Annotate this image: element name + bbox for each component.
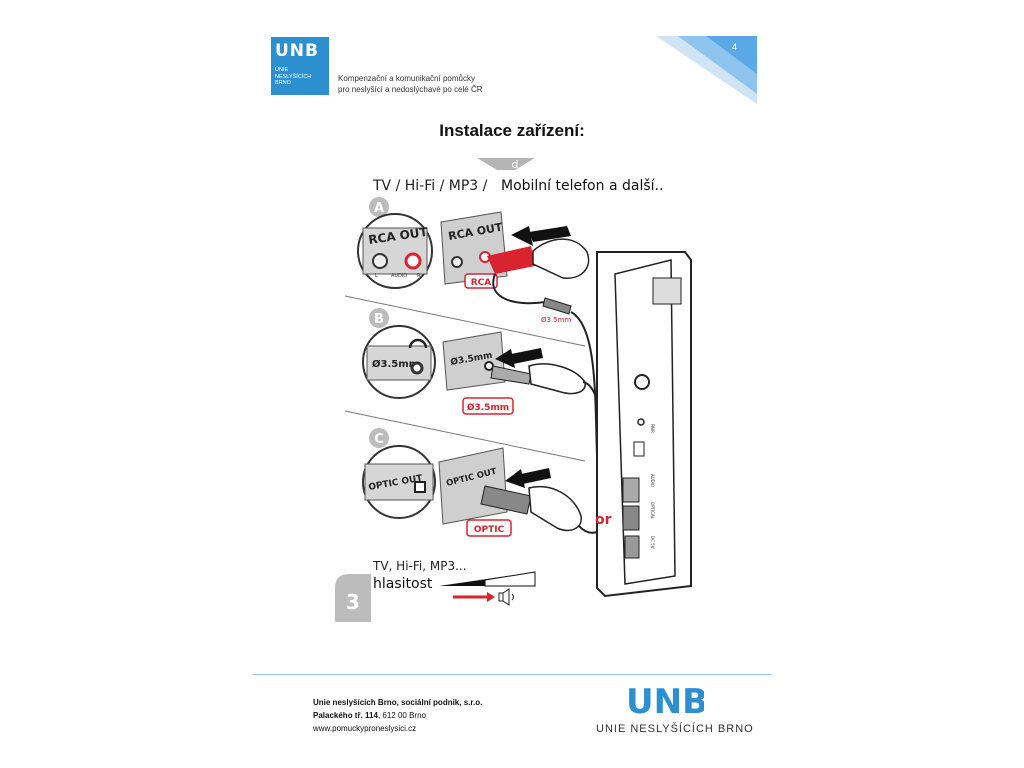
svg-text:C: C [374, 432, 384, 447]
volume-label: hlasitost [373, 576, 433, 592]
jack-panel [442, 331, 506, 391]
svg-text:AUDIO: AUDIO [391, 273, 407, 279]
footer-web: www.pomuckyproneslysici.cz [313, 724, 417, 733]
jack-tag: Ø3.5mm [467, 402, 509, 413]
insert-arrow-a [529, 226, 571, 242]
svg-text:PAIR: PAIR [650, 424, 655, 433]
svg-text:R: R [417, 273, 421, 279]
footer-divider [252, 674, 772, 675]
footer-logo-mark: UNB [626, 683, 704, 719]
step-tab-shape [477, 158, 535, 170]
badge-a [369, 197, 389, 217]
pair-button [634, 374, 650, 390]
source-right-label: Mobilní telefon a další.. [501, 178, 663, 194]
or-label: or [595, 512, 612, 528]
header-logo-mark: UNB [275, 41, 319, 61]
svg-text:A: A [374, 201, 384, 216]
header-logo-subtext: UNIE NESLYŠÍCÍCH BRNO [275, 67, 312, 86]
headphone-icon [408, 338, 428, 349]
optic-tag: OPTIC [474, 525, 505, 535]
hand-c [528, 485, 582, 532]
speaker-icon [498, 588, 514, 606]
badge-b [369, 308, 389, 328]
page-number: 4 [732, 42, 738, 52]
installation-illustration: d TV / Hi-Fi / MP3 / Mobilní telefon a d… [335, 158, 692, 622]
step-number: 3 [346, 590, 360, 614]
footer-logo: UNB [626, 683, 704, 719]
header-tagline: Kompenzační a komunikační pomůcky pro ne… [338, 74, 483, 94]
svg-text:AUDIO: AUDIO [650, 474, 655, 487]
rca-tag: RCA [471, 278, 492, 288]
footer-contact: Unie neslyšících Brno, sociální podnik, … [313, 696, 482, 735]
svg-text:DC 5V: DC 5V [650, 536, 655, 549]
volume-source-label: TV, Hi-Fi, MP3... [372, 559, 467, 573]
svg-text:OPTICAL: OPTICAL [650, 502, 655, 520]
hand-b [528, 363, 586, 395]
step-tab-label: d [512, 158, 519, 171]
hand-a [532, 238, 590, 279]
svg-text:L: L [375, 273, 378, 279]
insert-arrow-b [511, 348, 543, 364]
cable-a-tag: Ø3.5mm [541, 316, 571, 324]
jack-port-label: Ø3.5mm [372, 358, 419, 370]
footer-address: Palackého tř. 114, 612 00 Brno [313, 711, 426, 720]
footer-logo-subtext: UNIE NESLYŠÍCÍCH BRNO [596, 723, 754, 735]
header-logo: UNB UNIE NESLYŠÍCÍCH BRNO [271, 37, 329, 95]
step-number-shape [335, 574, 371, 622]
badge-c [369, 428, 389, 448]
svg-text:B: B [374, 312, 384, 327]
page-corner-decoration [656, 36, 757, 104]
section-title: Instalace zařízení: [439, 121, 585, 140]
insert-arrow-c [521, 468, 551, 484]
footer-company: Unie neslyšících Brno, sociální podnik, … [313, 698, 483, 707]
source-left-label: TV / Hi-Fi / MP3 / [372, 178, 488, 194]
